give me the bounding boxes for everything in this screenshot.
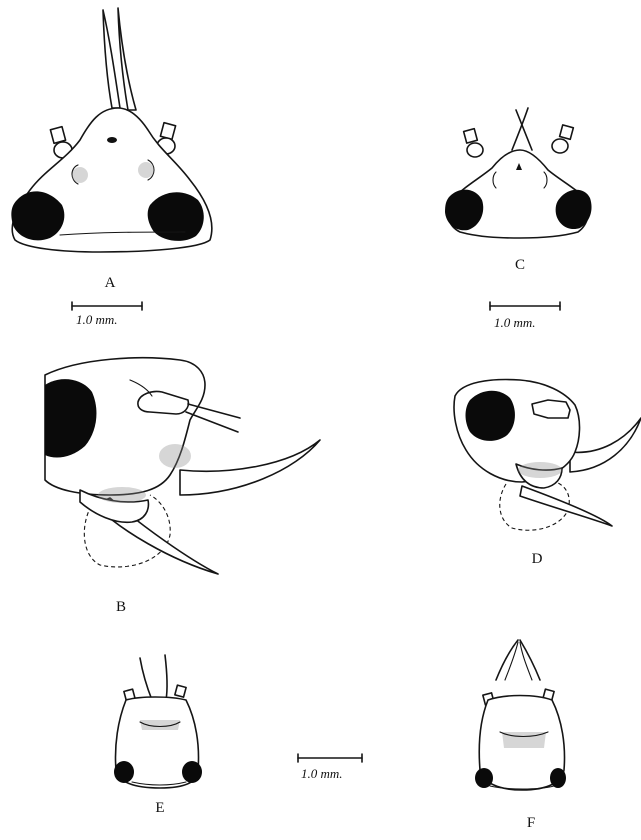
scale-bar-ef-text: 1.0 mm. [301, 766, 343, 781]
compound-eye-left [475, 768, 493, 788]
panel-label-d: D [532, 551, 543, 567]
scale-bar-c-text: 1.0 mm. [494, 315, 536, 330]
panel-label-c: C [515, 257, 525, 273]
scale-bar-a: 1.0 mm. [72, 302, 142, 327]
panel-b-head-lateral [45, 358, 320, 574]
panel-c-head-dorsal [445, 108, 592, 238]
panel-a-head-dorsal [11, 8, 211, 252]
panel-d-head-lateral [454, 380, 641, 531]
scale-bar-c: 1.0 mm. [490, 302, 560, 330]
compound-eye-right [550, 768, 566, 788]
panel-f-head-dorsal [475, 640, 566, 790]
panel-label-e: E [155, 800, 164, 816]
panel-label-a: A [105, 275, 116, 291]
scale-bar-ef: 1.0 mm. [298, 754, 362, 781]
panel-e-head-dorsal [114, 655, 202, 788]
compound-eye-right [182, 761, 202, 783]
panel-label-f: F [527, 815, 535, 831]
panel-label-b: B [116, 599, 126, 615]
scale-bar-a-text: 1.0 mm. [76, 312, 118, 327]
compound-eye [466, 391, 515, 441]
compound-eye-right [148, 192, 204, 241]
compound-eye-left [114, 761, 134, 783]
